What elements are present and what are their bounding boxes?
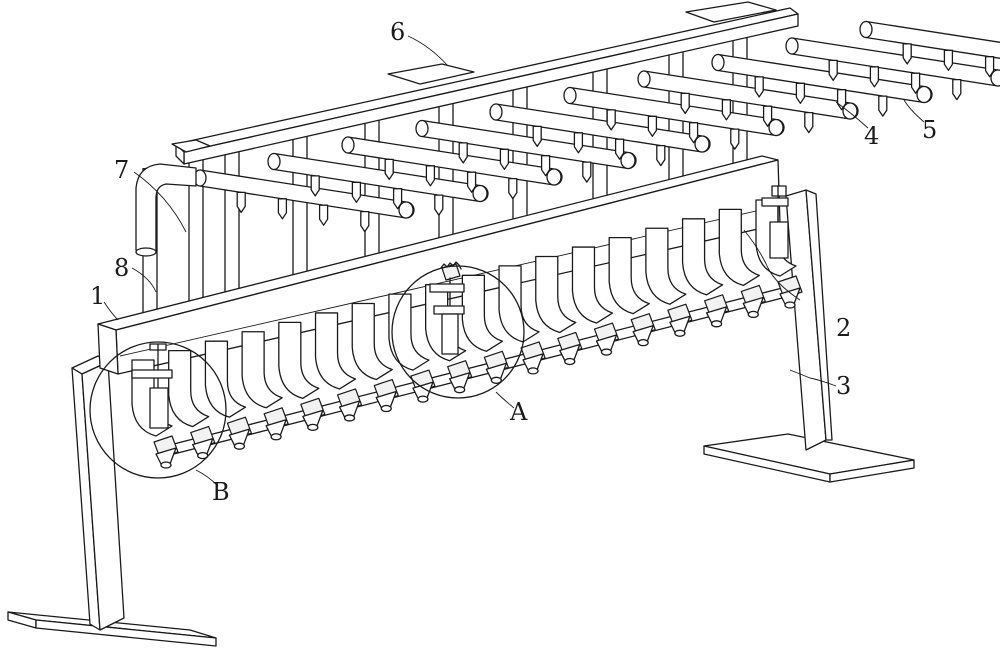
upper-nozzle (721, 99, 732, 121)
label-detail-a: A (509, 398, 528, 426)
lower-nozzle (718, 208, 766, 319)
upper-nozzle (804, 111, 814, 134)
upper-nozzle (754, 76, 764, 98)
hanger-post (224, 149, 240, 302)
upper-spray-pipe (193, 169, 415, 233)
upper-nozzle (499, 148, 510, 170)
upper-nozzle (384, 158, 394, 181)
right-support-leg (703, 189, 915, 483)
label-detail-b: B (212, 478, 230, 506)
adjuster-right (761, 185, 789, 259)
upper-nozzle (236, 191, 246, 214)
upper-nozzle (318, 204, 329, 226)
upper-nozzle (952, 78, 962, 101)
upper-nozzle (680, 92, 690, 115)
label-part-8: 8 (114, 254, 129, 282)
adjuster-b (131, 343, 173, 429)
upper-nozzle (351, 181, 362, 203)
label-part-7: 7 (114, 156, 129, 184)
label-part-4: 4 (864, 122, 879, 150)
upper-nozzle (943, 49, 954, 71)
lower-nozzle (608, 236, 656, 347)
upper-nozzle (606, 109, 616, 131)
hanger-post (592, 68, 608, 209)
upper-nozzle (425, 165, 436, 187)
upper-nozzle (277, 198, 288, 220)
lower-nozzle (535, 255, 583, 366)
detail-circle-a (391, 265, 525, 399)
lower-nozzle (168, 349, 216, 460)
lower-nozzle (498, 265, 546, 375)
lower-nozzle (314, 312, 363, 422)
lower-nozzle (204, 340, 253, 450)
upper-spray-pipe (267, 152, 489, 216)
upper-nozzle (910, 72, 921, 94)
lower-nozzle (571, 246, 620, 356)
upper-nozzle (582, 161, 592, 183)
upper-nozzle (902, 43, 912, 65)
upper-nozzle (762, 105, 773, 127)
lower-nozzle (351, 302, 399, 413)
upper-nozzle (434, 194, 444, 216)
lower-nozzle (461, 274, 509, 384)
upper-spray-pipe (489, 103, 711, 167)
top-rail (171, 1, 799, 165)
adjuster-a (429, 261, 465, 355)
label-part-6: 6 (390, 18, 405, 46)
lower-nozzle (388, 293, 436, 403)
upper-nozzle (828, 59, 838, 82)
upper-nozzle (360, 210, 370, 233)
upper-spray-pipes (193, 20, 1000, 233)
upper-elbow-inlet (135, 163, 197, 257)
label-part-3: 3 (836, 372, 851, 400)
upper-spray-pipe (637, 70, 859, 134)
upper-nozzle (466, 171, 477, 193)
upper-nozzle (730, 128, 740, 150)
upper-nozzle (392, 188, 403, 210)
upper-spray-pipe (415, 119, 637, 183)
upper-spray-pipe (711, 53, 933, 117)
upper-nozzle (532, 125, 542, 148)
upper-nozzle (878, 95, 888, 117)
upper-spray-pipe (341, 136, 563, 200)
upper-nozzle (508, 177, 518, 200)
part-labels: 1 2 3 4 5 6 7 8 A B (90, 18, 937, 506)
upper-nozzle (795, 82, 806, 104)
lower-nozzle (241, 331, 289, 441)
detail-circle-b (89, 341, 227, 479)
leader-lines (103, 35, 925, 487)
label-part-2: 2 (836, 314, 851, 342)
upper-nozzle (869, 66, 880, 88)
upper-nozzle (656, 144, 666, 167)
lower-nozzle-row (131, 199, 803, 469)
upper-spray-pipe (563, 86, 785, 150)
upper-nozzle (310, 175, 320, 197)
lower-nozzle (645, 227, 693, 337)
label-part-1: 1 (90, 282, 105, 310)
upper-nozzle (984, 56, 995, 78)
upper-nozzle (573, 132, 584, 154)
upper-nozzle (614, 138, 625, 160)
label-part-5: 5 (922, 116, 937, 144)
upper-nozzle (458, 142, 468, 164)
upper-nozzle (647, 115, 658, 137)
upper-nozzle (540, 155, 551, 177)
upper-spray-pipe (859, 20, 1000, 78)
lower-nozzle (278, 321, 326, 432)
upper-nozzle (688, 122, 699, 144)
lower-nozzle (681, 218, 730, 328)
